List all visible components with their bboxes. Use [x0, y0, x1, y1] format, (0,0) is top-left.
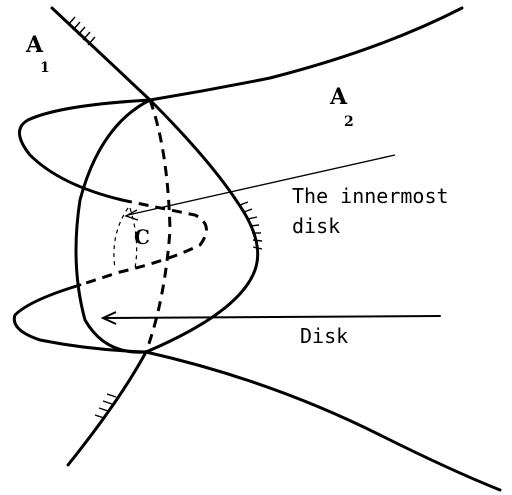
a2-upper-curve — [148, 6, 464, 102]
disk-outline — [74, 98, 152, 354]
a2-left-upper-loop — [18, 98, 152, 202]
a2-lower-curve — [144, 350, 502, 492]
a1-right-hatching — [239, 201, 263, 250]
innermost-dashed-loop — [79, 198, 208, 287]
label-a2-letter: A — [329, 84, 348, 110]
label-center-c: C — [134, 225, 150, 249]
innermost-pointer-line — [127, 154, 396, 216]
label-a1-letter: A — [25, 32, 44, 58]
disk-pointer-arrowhead — [100, 311, 117, 325]
label-a2-sub: 2 — [344, 114, 354, 130]
innermost-disk-outline — [113, 207, 129, 269]
innermost-pointer-arrowhead — [124, 209, 139, 221]
label-innermost-line2: disk — [292, 214, 340, 238]
a2-left-lower-loop — [12, 283, 148, 354]
label-disk: Disk — [300, 324, 348, 348]
label-a1-sub: 1 — [40, 60, 50, 76]
label-innermost-line1: The innermost — [292, 184, 449, 208]
a1-lower-hatching — [94, 393, 117, 419]
a1-upper-hatching — [67, 16, 96, 46]
disk-pointer-line — [103, 315, 441, 319]
a1-boundary-line — [50, 6, 260, 467]
